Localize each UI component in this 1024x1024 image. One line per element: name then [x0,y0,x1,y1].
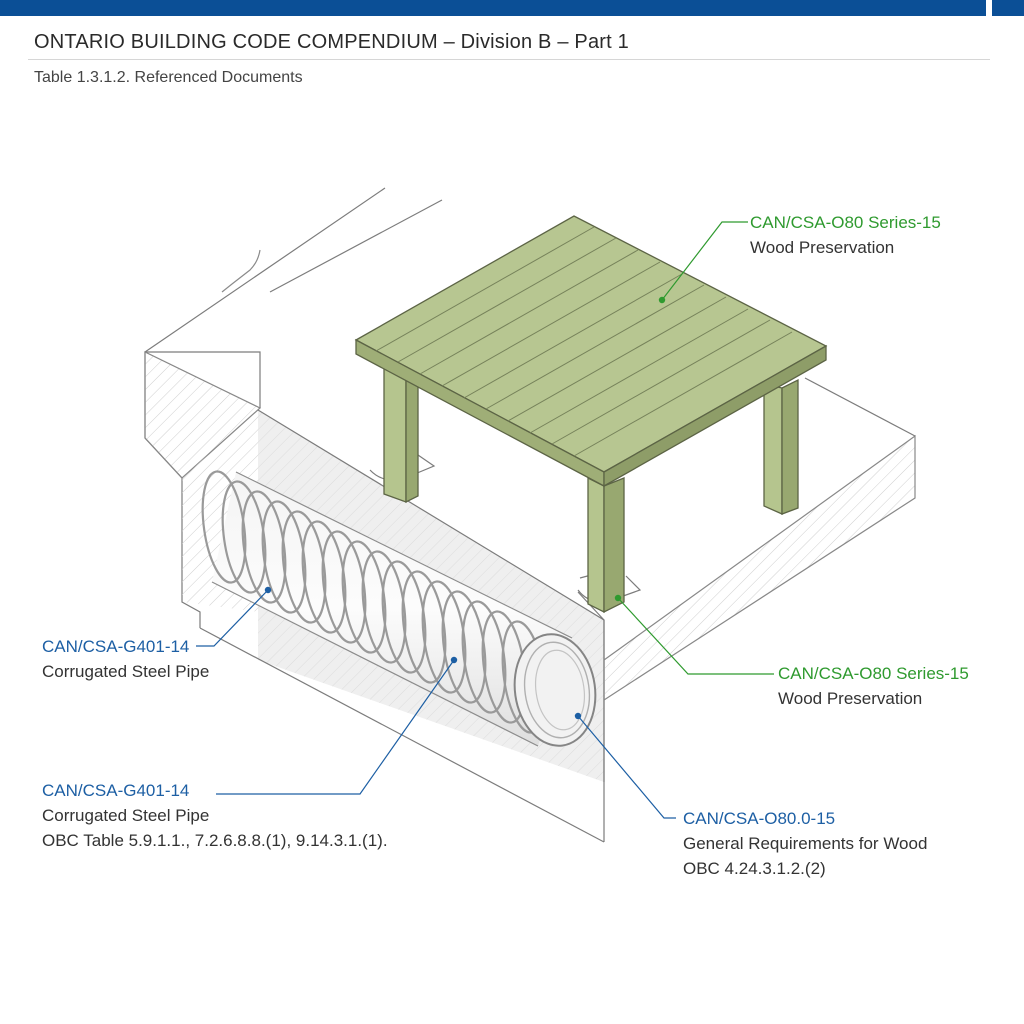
deck-post-back-right [763,383,783,516]
callout-code: CAN/CSA-G401-14 [42,781,190,800]
callout-description: General Requirements for Wood [683,834,928,853]
callout-code: CAN/CSA-O80 Series-15 [750,213,941,232]
header-divider [28,59,990,60]
leader-lines [196,221,774,819]
callout-description: Corrugated Steel Pipe [42,806,210,825]
callout-pipe-lower: CAN/CSA-G401-14 Corrugated Steel Pipe OB… [42,778,388,853]
corrugated-steel-pipe [201,470,597,747]
page-title: ONTARIO BUILDING CODE COMPENDIUM – Divis… [34,31,629,53]
callout-reference: OBC Table 5.9.1.1., 7.2.6.8.8.(1), 9.14.… [42,831,388,850]
callout-pipe-upper: CAN/CSA-G401-14 Corrugated Steel Pipe [42,634,209,684]
pipe-open-end [513,633,597,747]
callout-reference: OBC 4.24.3.1.2.(2) [683,859,826,878]
callout-code: CAN/CSA-G401-14 [42,637,190,656]
callout-pipe-end: CAN/CSA-O80.0-15 General Requirements fo… [683,806,927,881]
callout-code: CAN/CSA-O80.0-15 [683,809,836,828]
callout-description: Wood Preservation [750,238,895,257]
brand-bar [0,0,986,16]
deck-post-front [587,476,605,614]
deck-side-right [603,344,827,488]
leader-endpoints [264,296,666,720]
table-reference: Table 1.3.1.2. Referenced Documents [34,69,303,86]
callout-description: Corrugated Steel Pipe [42,662,210,681]
callout-code: CAN/CSA-O80 Series-15 [778,664,969,683]
callout-deck-top: CAN/CSA-O80 Series-15 Wood Preservation [750,210,941,260]
deck-post-back-left [383,365,407,503]
callout-description: Wood Preservation [778,689,923,708]
wood-deck [354,215,828,614]
brand-bar-end [992,0,1024,16]
callout-deck-post: CAN/CSA-O80 Series-15 Wood Preservation [778,661,969,711]
